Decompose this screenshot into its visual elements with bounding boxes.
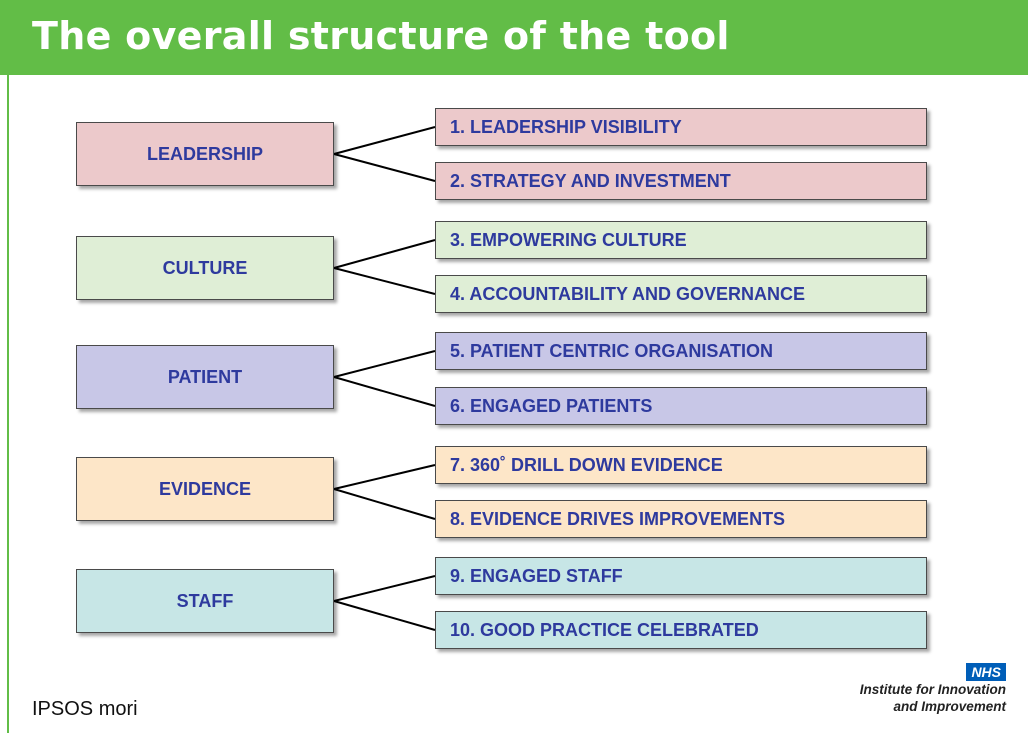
connector-line <box>333 267 436 295</box>
item-empowering-culture: 3. EMPOWERING CULTURE <box>435 221 927 259</box>
item-evidence-drives-improvements: 8. EVIDENCE DRIVES IMPROVEMENTS <box>435 500 927 538</box>
org-name-line-2: and Improvement <box>893 699 1006 714</box>
item-accountability-and-governance: 4. ACCOUNTABILITY AND GOVERNANCE <box>435 275 927 313</box>
nhs-institute-logo: NHS Institute for Innovation and Improve… <box>860 662 1006 715</box>
item-strategy-and-investment: 2. STRATEGY AND INVESTMENT <box>435 162 927 200</box>
item-leadership-visibility: 1. LEADERSHIP VISIBILITY <box>435 108 927 146</box>
title-bar: The overall structure of the tool <box>0 0 1028 75</box>
item-patient-centric-organisation: 5. PATIENT CENTRIC ORGANISATION <box>435 332 927 370</box>
item-engaged-patients: 6. ENGAGED PATIENTS <box>435 387 927 425</box>
category-culture: CULTURE <box>76 236 334 300</box>
nhs-logo: NHS <box>966 663 1006 681</box>
item-engaged-staff: 9. ENGAGED STAFF <box>435 557 927 595</box>
connector-line <box>333 153 436 182</box>
connector-line <box>333 464 436 490</box>
connector-line <box>333 376 436 407</box>
category-patient: PATIENT <box>76 345 334 409</box>
left-rule <box>7 75 9 733</box>
item-360-drill-down-evidence: 7. 360˚ DRILL DOWN EVIDENCE <box>435 446 927 484</box>
source-label: IPSOS mori <box>32 698 138 720</box>
connector-line <box>333 239 436 269</box>
org-name-line-1: Institute for Innovation <box>859 682 1006 697</box>
item-good-practice-celebrated: 10. GOOD PRACTICE CELEBRATED <box>435 611 927 649</box>
connector-line <box>333 350 436 378</box>
category-leadership: LEADERSHIP <box>76 122 334 186</box>
category-staff: STAFF <box>76 569 334 633</box>
category-evidence: EVIDENCE <box>76 457 334 521</box>
connector-line <box>333 488 436 520</box>
page-title: The overall structure of the tool <box>32 14 730 58</box>
connector-line <box>333 600 436 631</box>
connector-line <box>333 126 436 155</box>
connector-line <box>333 575 436 602</box>
